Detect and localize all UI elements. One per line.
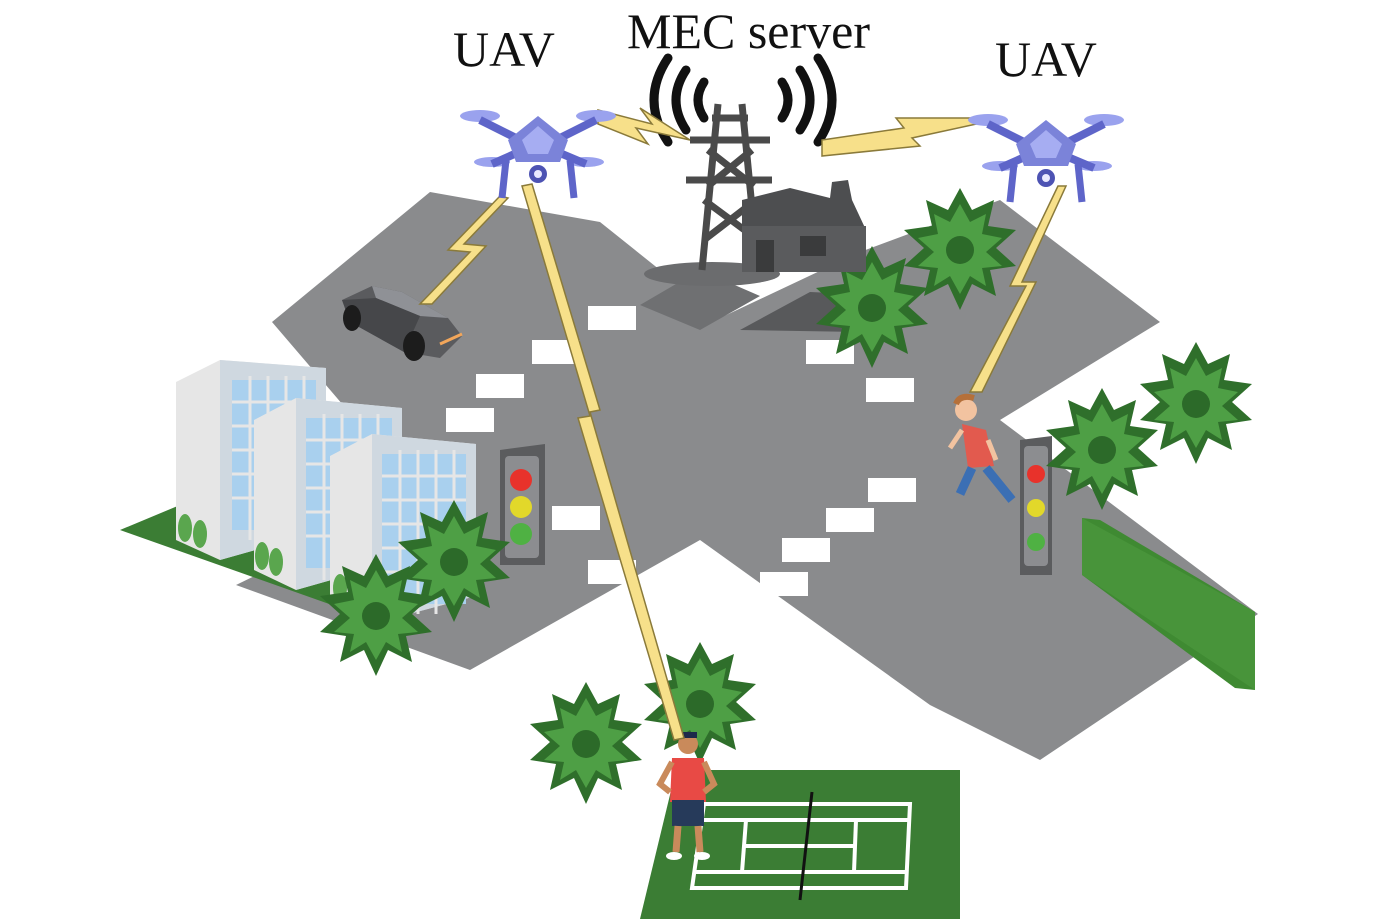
uav-right-label: UAV [995,31,1097,87]
uav-right-drone-icon [968,114,1124,202]
uav-left-drone-icon [460,110,616,198]
running-person-icon [947,393,1016,503]
mec-server-label: MEC server [627,3,870,59]
mec-server-icon [644,53,866,286]
traffic-light-right-icon [1020,436,1052,575]
hedge [1082,518,1255,690]
traffic-light-left-icon [500,444,545,565]
tennis-court [640,770,960,919]
car-icon [342,286,463,361]
uav-left-label: UAV [453,21,555,77]
standing-person-icon [656,732,718,860]
wireless-link [418,107,1068,741]
